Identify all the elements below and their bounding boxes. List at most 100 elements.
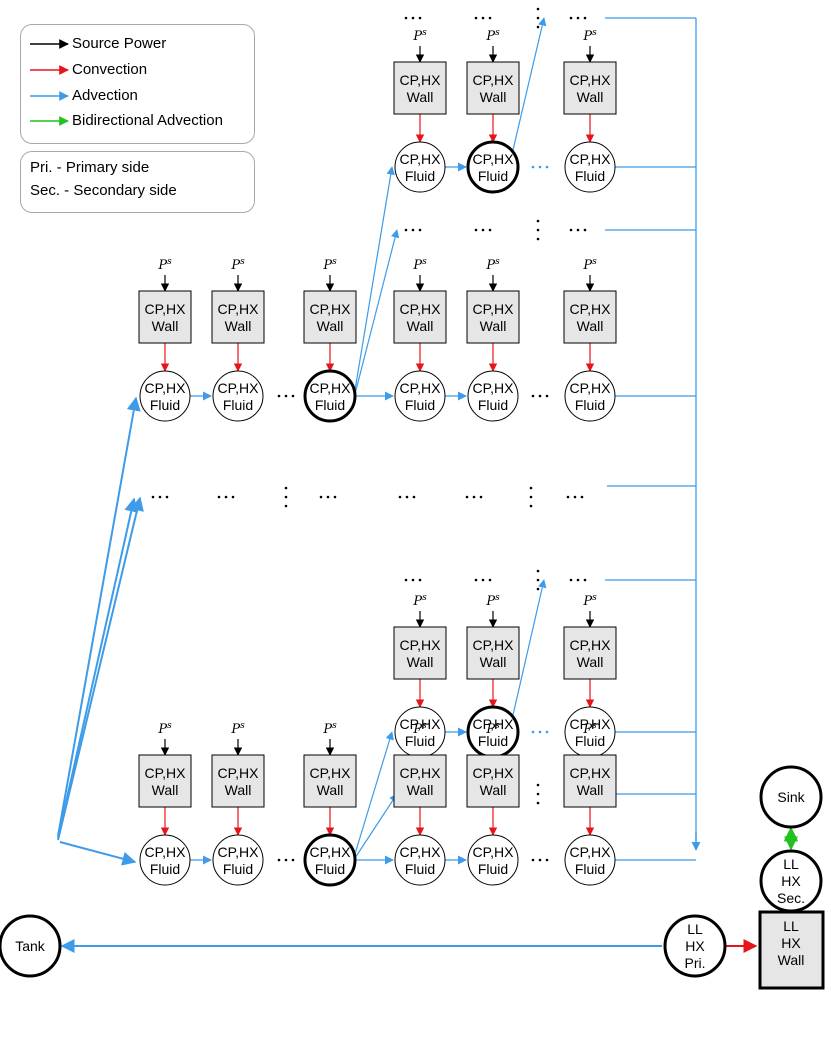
wall-label-line1: CP,HX [473,72,515,88]
ellipsis-dot [481,16,485,20]
fluid-circle [467,370,519,422]
ellipsis-horizontal [531,858,549,862]
wall-label-line2: Wall [225,782,252,798]
wall-box [563,61,617,115]
ellipsis-dot [536,7,540,11]
source-power-label: Ps [322,721,337,737]
power-symbol: Ps [412,593,427,609]
wall-label-line2: Wall [577,89,604,105]
wall-box [393,754,447,808]
ellipsis-dot [531,165,535,169]
source-power-label: Ps [230,721,245,737]
ellipsis-horizontal [319,495,337,499]
wall-label-line2: Wall [480,89,507,105]
wall-label-line1: CP,HX [400,72,442,88]
source-power-label: Ps [412,28,427,44]
power-symbol: Ps [157,721,172,737]
fluid-circle [564,370,616,422]
source-power-label: Ps [412,593,427,609]
tank-node-circle [0,914,62,978]
ellipsis-horizontal [398,495,416,499]
tank-feed-arrow [57,496,144,841]
ellipsis-dot [472,495,476,499]
ellipsis-vertical [536,7,540,29]
power-symbol: Ps [322,721,337,737]
ll-hx-sec-node-label-0: LL [783,856,799,872]
fluid-circle [303,833,357,887]
source-power-label: Ps [412,721,427,737]
wall-label-line2: Wall [407,318,434,334]
ellipsis-dot [284,394,288,398]
ellipsis-dot [569,228,573,232]
ellipsis-dot [545,730,549,734]
power-symbol: Ps [582,593,597,609]
ellipsis-vertical [536,783,540,805]
fluid-label-line2: Fluid [575,861,605,877]
ellipsis-dot [284,486,288,490]
wall-label-line1: CP,HX [218,301,260,317]
ellipsis-dot [531,858,535,862]
wall-box [303,754,357,808]
ellipsis-dot [580,495,584,499]
ellipsis-dot [529,495,533,499]
ll-hx-pri-node-circle [663,914,727,978]
fluid-circle [467,834,519,886]
fluid-label-line1: CP,HX [218,380,260,396]
wall-label-line2: Wall [407,782,434,798]
ellipsis-dot [404,228,408,232]
ellipsis-dot [284,495,288,499]
abbreviation-box [20,151,255,213]
power-symbol: Ps [322,257,337,273]
ellipsis-dot [536,792,540,796]
power-symbol: Ps [485,257,500,273]
wall-label-line1: CP,HX [570,301,612,317]
wall-box [303,290,357,344]
fluid-label-line1: CP,HX [473,380,515,396]
ll-hx-pri-node-label-2: Pri. [685,955,706,971]
ellipsis-dot [576,228,580,232]
wall-label-line1: CP,HX [310,301,352,317]
ellipsis-dot [545,165,549,169]
ellipsis-vertical [536,219,540,241]
power-symbol: Ps [412,28,427,44]
fluid-label-line1: CP,HX [473,844,515,860]
ellipsis-dot [536,219,540,223]
ll-hx-wall-label-0: LL [783,918,799,934]
ellipsis-horizontal [217,495,235,499]
ellipsis-dot [231,495,235,499]
wall-label-line1: CP,HX [570,637,612,653]
fluid-label-line2: Fluid [575,168,605,184]
ll-hx-wall-label-1: HX [781,935,801,951]
ellipsis-dot [411,578,415,582]
ellipsis-dot [576,16,580,20]
ellipsis-dot [536,16,540,20]
ellipsis-horizontal-blue [531,165,549,169]
fluid-label-line2: Fluid [405,861,435,877]
ellipsis-dot [545,858,549,862]
advection-branch-arrow [354,793,398,859]
wall-box [466,290,520,344]
ellipsis-vertical [536,569,540,591]
sink-node: Sink [759,765,823,829]
ellipsis-dot [488,578,492,582]
power-symbol: Ps [412,257,427,273]
ll-hx-sec-node-label-1: HX [781,873,801,889]
wall-box [563,626,617,680]
wall-box [466,61,520,115]
fluid-label-line2: Fluid [405,733,435,749]
